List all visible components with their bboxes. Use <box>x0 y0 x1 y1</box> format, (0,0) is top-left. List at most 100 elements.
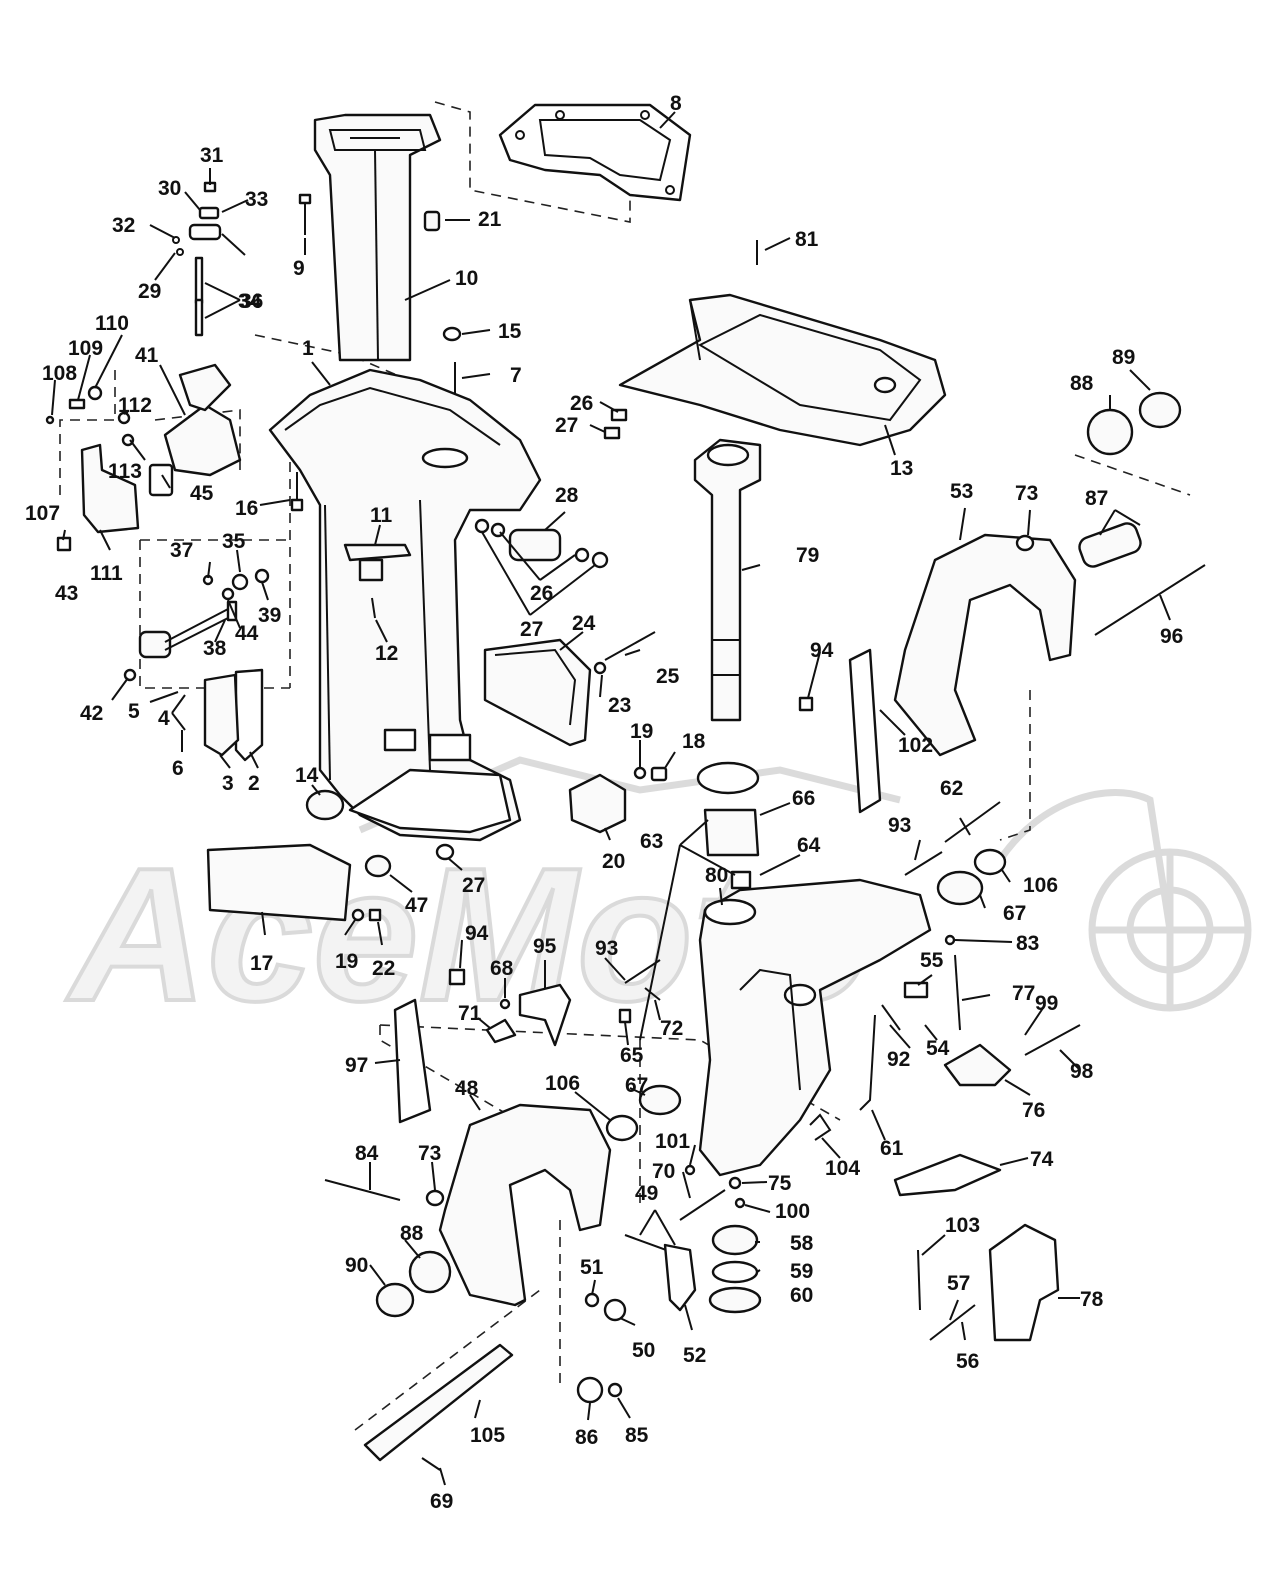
part-number-label: 56 <box>956 1350 979 1373</box>
plate-part-55 <box>903 981 929 999</box>
part-number-label: 23 <box>608 694 631 717</box>
part-number-label: 28 <box>555 484 579 507</box>
clamp-bracket-part-48 <box>438 1103 612 1307</box>
washer-part-19b <box>351 908 365 922</box>
part-number-label: 92 <box>887 1048 910 1071</box>
swivel-bracket-part-80 <box>698 878 932 1177</box>
part-number-label: 107 <box>25 502 60 525</box>
part-number-label: 12 <box>375 642 398 665</box>
part-number-label: 72 <box>660 1017 683 1040</box>
part-number-label: 100 <box>775 1200 810 1223</box>
part-number-label: 29 <box>138 280 161 303</box>
mount-part-11 <box>343 543 412 582</box>
bushing-part-67a <box>936 870 984 906</box>
part-number-label: 106 <box>545 1072 580 1095</box>
part-number-label: 102 <box>898 734 933 757</box>
part-number-label: 3 <box>222 772 234 795</box>
nut-part-73a <box>1015 534 1035 552</box>
pad-part-71 <box>485 1018 517 1044</box>
swivel-part-13 <box>618 293 947 447</box>
part-number-label: 73 <box>418 1142 441 1165</box>
part-number-label: 67 <box>1003 902 1026 925</box>
lever-part-76 <box>943 1043 1012 1087</box>
part-number-label: 109 <box>68 337 103 360</box>
ring-part-39 <box>254 568 270 584</box>
part-number-label: 84 <box>355 1142 379 1165</box>
part-number-label: 66 <box>792 787 815 810</box>
part-number-label: 57 <box>947 1272 970 1295</box>
part-number-label: 87 <box>1085 487 1108 510</box>
lever-part-74 <box>893 1153 1002 1197</box>
tube-part-93 <box>904 851 943 876</box>
plate-part-3 <box>203 673 240 757</box>
part-number-label: 50 <box>632 1339 655 1362</box>
grommet-part-47 <box>364 854 392 878</box>
part-number-label: 4 <box>158 707 170 730</box>
part-number-label: 48 <box>455 1077 479 1100</box>
part-number-label: 19 <box>335 950 358 973</box>
bolt-part-94b <box>448 968 466 986</box>
bushing-part-66 <box>696 761 760 795</box>
plate-part-102 <box>848 648 882 814</box>
part-number-label: 96 <box>1160 625 1183 648</box>
part-number-label: 83 <box>1016 932 1039 955</box>
part-number-label: 99 <box>1035 992 1058 1015</box>
cover-part-17 <box>206 843 352 922</box>
pin-part-98 <box>1024 1024 1081 1056</box>
nut-part-42 <box>123 668 137 682</box>
bolt-part-94a <box>798 696 814 712</box>
bracket-part-20 <box>568 773 627 834</box>
part-number-label: 69 <box>430 1490 453 1513</box>
part-number-label: 95 <box>533 935 557 958</box>
rod-part-61 <box>859 1014 876 1111</box>
part-number-label: 112 <box>118 394 152 417</box>
part-number-label: 15 <box>498 320 522 343</box>
washer-part-86 <box>576 1376 604 1404</box>
part-number-label: 73 <box>1015 482 1038 505</box>
washer-part-50 <box>603 1298 627 1322</box>
part-number-label: 98 <box>1070 1060 1094 1083</box>
part-number-label: 34 <box>238 290 262 313</box>
clip-part-104 <box>809 1113 832 1141</box>
bolt-part-84 <box>324 1179 401 1201</box>
washer-part-108 <box>45 415 55 425</box>
washer-part-35 <box>231 573 249 591</box>
exhaust-tube-part-10 <box>313 113 442 362</box>
spring-part-77 <box>954 954 961 1031</box>
part-number-label: 81 <box>795 228 819 251</box>
part-number-label: 80 <box>705 864 728 887</box>
handle-part-111 <box>80 443 140 534</box>
washer-part-106b <box>605 1114 639 1142</box>
part-number-label: 49 <box>635 1182 658 1205</box>
nut-part-88a <box>1086 408 1134 456</box>
part-number-label: 88 <box>400 1222 424 1245</box>
pin-part-27a <box>603 426 621 440</box>
bolt-part-9 <box>298 193 312 235</box>
screw-part-22 <box>368 908 382 922</box>
part-number-label: 45 <box>190 482 214 505</box>
plate-part-45 <box>148 463 174 497</box>
part-number-label: 5 <box>128 700 140 723</box>
ring-part-44 <box>221 587 235 601</box>
part-number-label: 74 <box>1030 1148 1054 1171</box>
washer-part-19a <box>633 766 647 780</box>
part-number-label: 111 <box>90 562 123 585</box>
part-number-label: 14 <box>295 764 319 787</box>
part-number-label: 26 <box>530 582 553 605</box>
part-number-label: 110 <box>95 312 129 335</box>
pin-part-83 <box>944 934 956 946</box>
part-number-label: 104 <box>825 1157 860 1180</box>
part-number-label: 13 <box>890 457 913 480</box>
main-housing-part-1 <box>268 368 542 842</box>
ring-part-60 <box>708 1286 762 1314</box>
part-number-label: 67 <box>625 1074 648 1097</box>
part-number-label: 79 <box>796 544 819 567</box>
part-number-label: 94 <box>810 639 834 662</box>
screw-part-109 <box>68 398 86 410</box>
pin-part-70 <box>679 1189 726 1221</box>
part-number-label: 60 <box>790 1284 813 1307</box>
part-number-label: 26 <box>570 392 593 415</box>
ring-part-59 <box>711 1260 759 1284</box>
part-number-label: 2 <box>248 772 260 795</box>
